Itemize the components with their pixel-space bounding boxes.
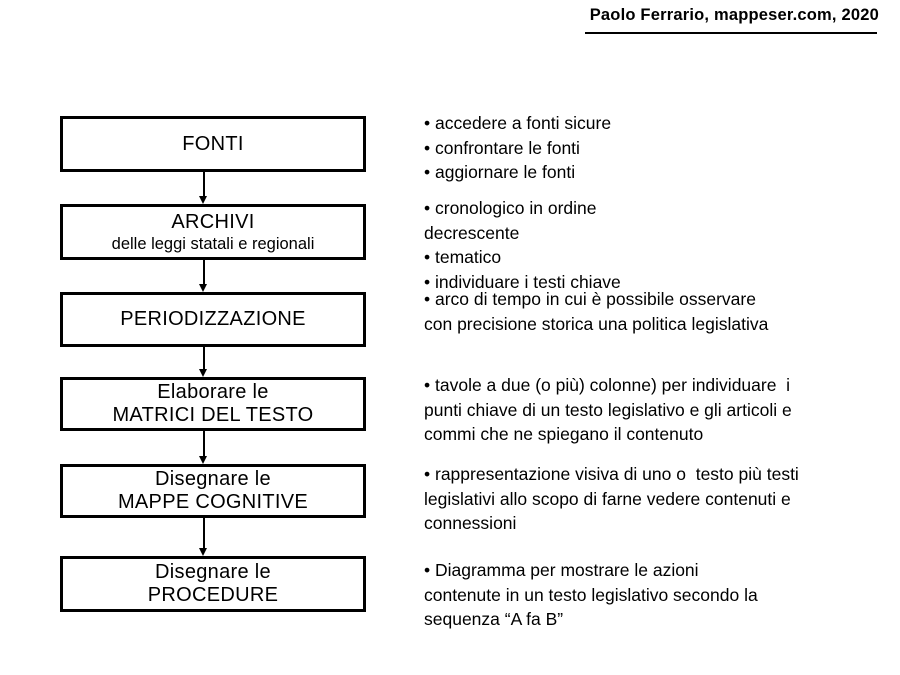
note-mappe: • rappresentazione visiva di uno o testo…: [424, 464, 799, 533]
flow-box-periodizzazione: PERIODIZZAZIONE: [60, 292, 366, 347]
flow-box-procedure: Disegnare le PROCEDURE: [60, 556, 366, 612]
flow-arrow-1: [197, 172, 210, 204]
flow-box-matrici: Elaborare le MATRICI DEL TESTO: [60, 377, 366, 431]
note-fonti: • accedere a fonti sicure • confrontare …: [424, 113, 612, 182]
flow-box-matrici-sublabel: MATRICI DEL TESTO: [112, 404, 314, 426]
note-archivi: • cronologico in ordine decrescente • te…: [424, 198, 621, 292]
flow-box-fonti: FONTI: [60, 116, 366, 172]
arrow-shaft: [203, 260, 205, 285]
flow-box-archivi: ARCHIVI delle leggi statali e regionali: [60, 204, 366, 260]
arrow-head-icon: [199, 284, 207, 292]
flow-box-mappe-sublabel: MAPPE COGNITIVE: [117, 491, 309, 513]
note-matrici: • tavole a due (o più) colonne) per indi…: [424, 375, 792, 444]
note-periodizzazione: • arco di tempo in cui è possibile osser…: [424, 289, 769, 334]
flow-arrow-5: [197, 518, 210, 556]
arrow-head-icon: [199, 548, 207, 556]
flow-box-procedure-label: Disegnare le: [155, 561, 271, 583]
credit-underline: [585, 32, 877, 34]
arrow-head-icon: [199, 196, 207, 204]
flow-box-procedure-sublabel: PROCEDURE: [147, 584, 279, 606]
author-credit: Paolo Ferrario, mappeser.com, 2020: [589, 6, 879, 24]
flow-arrow-2: [197, 260, 210, 292]
flow-box-mappe-label: Disegnare le: [155, 468, 271, 490]
flow-box-periodizzazione-label: PERIODIZZAZIONE: [120, 308, 306, 330]
arrow-head-icon: [199, 369, 207, 377]
flow-box-fonti-label: FONTI: [182, 132, 244, 155]
flow-arrow-4: [197, 431, 210, 464]
arrow-shaft: [203, 431, 205, 457]
flow-box-archivi-sublabel: delle leggi statali e regionali: [111, 234, 315, 253]
arrow-shaft: [203, 347, 205, 370]
arrow-shaft: [203, 172, 205, 197]
flow-box-matrici-label: Elaborare le: [157, 381, 269, 403]
flow-box-mappe: Disegnare le MAPPE COGNITIVE: [60, 464, 366, 518]
flow-arrow-3: [197, 347, 210, 377]
flow-box-archivi-label: ARCHIVI: [171, 210, 255, 233]
note-procedure: • Diagramma per mostrare le azioni conte…: [424, 560, 758, 629]
arrow-head-icon: [199, 456, 207, 464]
arrow-shaft: [203, 518, 205, 549]
